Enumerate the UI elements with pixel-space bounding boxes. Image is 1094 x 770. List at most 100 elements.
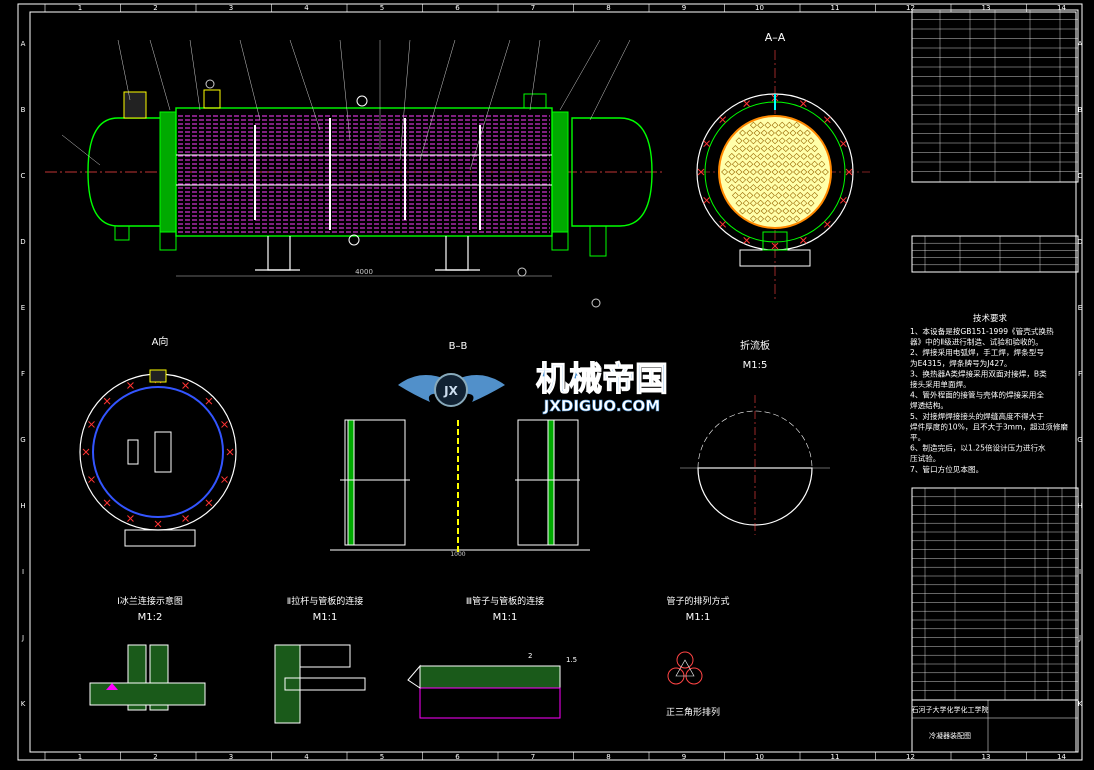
detail2-title: Ⅱ拉杆与管板的连接: [287, 595, 363, 607]
row-letter: A: [1078, 40, 1083, 48]
tech-line: 焊件厚度的10%，且不大于3mm，超过须修磨: [910, 421, 1068, 431]
watermark-en: JXDIGUO.COM: [543, 397, 660, 415]
tech-line: 平。: [910, 433, 925, 442]
school-name: 石河子大学化学化工学院: [912, 705, 989, 714]
row-letter: A: [21, 40, 26, 48]
column-number: 1: [78, 4, 82, 12]
column-number: 3: [229, 753, 233, 761]
section-bb-view: B–B 1000: [330, 341, 590, 558]
technical-requirements: 技术要求 1、本设备是按GB151-1999《管壳式换热器》中的Ⅱ级进行制造、试…: [910, 313, 1068, 474]
baffle-title: 折流板: [740, 339, 770, 352]
column-number: 11: [831, 4, 840, 12]
detail4-title: 管子的排列方式: [666, 595, 729, 607]
column-number: 13: [982, 4, 991, 12]
column-number: 10: [755, 4, 764, 12]
row-letter: J: [21, 634, 24, 642]
row-letter: B: [1078, 106, 1083, 114]
tech-heading: 技术要求: [973, 313, 1008, 324]
column-number: 11: [831, 753, 840, 761]
tech-line: 7、管口方位见本图。: [910, 464, 983, 474]
tech-line: 为E4315，焊条牌号为J427。: [910, 358, 1012, 368]
column-number: 7: [531, 753, 535, 761]
baffle-view: 折流板 M1:5: [680, 339, 830, 535]
flange-bolts: [697, 94, 853, 250]
column-number: 1: [78, 753, 82, 761]
column-number: 4: [304, 4, 309, 12]
section-aa-view: A–A: [696, 31, 870, 300]
row-letter: E: [21, 304, 25, 312]
detail-3: Ⅲ管子与管板的连接 M1:1 2 1.5: [407, 595, 577, 719]
tech-line: 焊透结构。: [910, 400, 948, 410]
detail2-scale: M1:1: [313, 612, 338, 623]
row-letter: G: [1077, 436, 1082, 444]
tube-bundle: [178, 115, 550, 233]
row-letter: D: [20, 238, 25, 246]
tech-line: 压试验。: [910, 453, 940, 463]
detail4-scale: M1:1: [686, 612, 711, 623]
detail3-scale: M1:1: [493, 612, 518, 623]
column-number: 12: [906, 753, 915, 761]
watermark-logo: JX 机械帝国 JXDIGUO.COM: [398, 358, 669, 415]
detail3-dim-a: 2: [528, 652, 532, 660]
row-letter: I: [1079, 568, 1081, 576]
overall-length-dim: 4000: [355, 268, 373, 276]
nozzle-table: [911, 235, 1079, 273]
row-letter: B: [21, 106, 26, 114]
column-number: 7: [531, 4, 535, 12]
section-bb-title: B–B: [449, 341, 468, 352]
column-number: 2: [153, 753, 157, 761]
detail1-scale: M1:2: [138, 612, 163, 623]
column-number: 14: [1057, 753, 1066, 761]
row-letter: J: [1078, 634, 1081, 642]
svg-text:JX: JX: [443, 384, 458, 398]
row-letter: H: [1077, 502, 1082, 510]
baffle-scale: M1:5: [743, 360, 768, 371]
detail-4: 管子的排列方式 M1:1 正三角形排列: [666, 595, 730, 718]
column-number: 5: [380, 4, 384, 12]
column-number: 4: [304, 753, 309, 761]
bb-width-dim: 1000: [450, 551, 465, 558]
view-a-title: A向: [152, 335, 169, 348]
row-letter: G: [20, 436, 25, 444]
column-number: 8: [606, 4, 610, 12]
row-letter: F: [1078, 370, 1082, 378]
tech-line: 6、制造完后，以1.25倍设计压力进行水: [910, 443, 1046, 453]
tech-line: 5、对接焊焊接接头的焊缝高度不得大于: [910, 411, 1044, 421]
detail3-title: Ⅲ管子与管板的连接: [466, 595, 544, 607]
detail4-caption: 正三角形排列: [666, 706, 720, 718]
row-letter: F: [21, 370, 25, 378]
column-number: 6: [455, 753, 460, 761]
main-elevation-view: 4000: [45, 39, 665, 308]
row-letter: K: [1078, 700, 1083, 708]
row-letter: E: [1078, 304, 1082, 312]
detail-1: Ⅰ冰兰连接示意图 M1:2: [89, 595, 206, 711]
tech-line: 2、焊接采用电弧焊，手工焊，焊条型号: [910, 347, 1044, 357]
column-number: 9: [682, 4, 686, 12]
column-number: 8: [606, 753, 610, 761]
leader-lines: [61, 39, 631, 171]
watermark-cn: 机械帝国: [536, 359, 668, 398]
column-number: 10: [755, 753, 764, 761]
column-number: 5: [380, 753, 384, 761]
tech-line: 4、管外程面的接管与壳体的焊接采用全: [910, 390, 1044, 400]
column-number: 14: [1057, 4, 1066, 12]
row-letter: H: [20, 502, 25, 510]
title-block: 石河子大学化学化工学院 冷凝器装配图: [911, 699, 1079, 753]
tube-layout-pattern: [721, 121, 829, 223]
row-letter: I: [22, 568, 24, 576]
drawing-frame: [17, 3, 1083, 761]
section-aa-title: A–A: [765, 31, 786, 44]
column-number: 12: [906, 4, 915, 12]
column-number: 3: [229, 4, 233, 12]
detail1-title: Ⅰ冰兰连接示意图: [117, 595, 183, 607]
tech-line: 器》中的Ⅱ级进行制造、试验和验收的。: [910, 337, 1043, 347]
design-data-table: [911, 9, 1079, 183]
detail-2: Ⅱ拉杆与管板的连接 M1:1: [274, 595, 366, 724]
row-letter: C: [21, 172, 26, 180]
detail3-dim-b: 1.5: [566, 656, 577, 664]
column-number: 13: [982, 753, 991, 761]
tech-line: 3、换热器A类焊接采用双面对接焊，B类: [910, 368, 1047, 378]
parts-list: [911, 487, 1079, 701]
